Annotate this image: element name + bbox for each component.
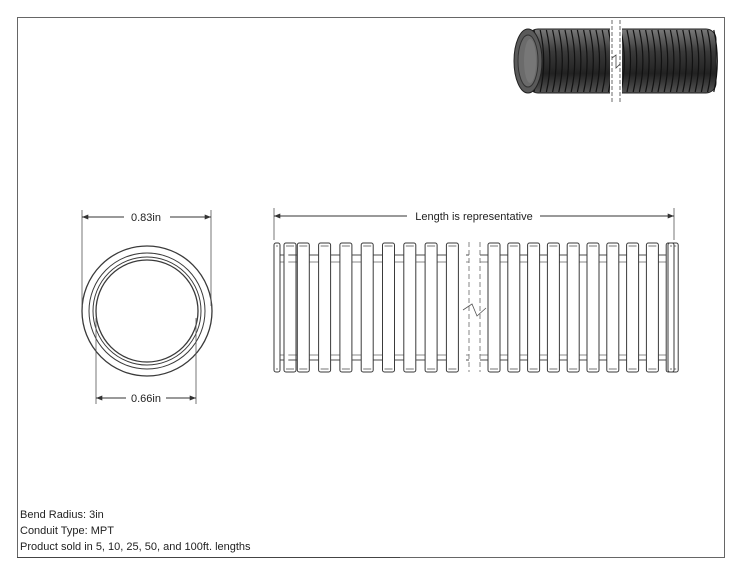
render-rib	[663, 29, 669, 93]
corrugation-valley	[539, 254, 548, 361]
render-rib	[707, 29, 712, 93]
render-rib	[688, 29, 694, 93]
corrugation-valley	[330, 254, 340, 361]
corrugation-valley	[559, 254, 568, 361]
render-rib	[638, 29, 644, 93]
corrugation-rib	[296, 242, 310, 373]
render-rib	[669, 29, 675, 93]
corrugation-rib	[403, 242, 417, 373]
corrugation-valley	[579, 254, 587, 361]
render-rib	[570, 29, 576, 93]
notes-block: Bend Radius: 3in Conduit Type: MPT Produ…	[20, 507, 251, 555]
corrugation-valley	[416, 254, 426, 361]
corrugation-rib	[546, 242, 560, 373]
corrugation-valley	[373, 254, 383, 361]
corrugation-rib	[667, 242, 675, 373]
corrugation-rib	[445, 242, 459, 373]
corrugation-rib	[273, 242, 281, 373]
render-rib	[657, 29, 663, 93]
render-rib	[545, 29, 551, 93]
corrugation-valley	[598, 254, 607, 361]
render-rib	[682, 29, 687, 93]
outer-diameter-label: 0.83in	[131, 212, 161, 224]
corrugation-rib	[360, 242, 374, 373]
corrugation-valley	[618, 254, 627, 361]
inner-diameter-label: 0.66in	[131, 393, 161, 405]
corrugation-valley	[499, 254, 508, 361]
corrugation-valley	[466, 254, 469, 361]
end-view	[81, 245, 213, 377]
render-rib	[595, 29, 601, 93]
render-rib	[576, 29, 582, 93]
lengths-note: Product sold in 5, 10, 25, 50, and 100ft…	[20, 541, 251, 553]
render-rib	[626, 29, 632, 93]
corrugation-valley	[638, 254, 647, 361]
render-rib	[676, 29, 681, 93]
corrugation-rib	[382, 242, 395, 373]
corrugation-rib	[507, 242, 521, 373]
render-rib	[713, 29, 718, 93]
render-rib	[558, 29, 563, 93]
render-rib	[700, 29, 706, 93]
render-rib	[552, 29, 557, 93]
render-rib	[539, 29, 545, 93]
corrugation-rib	[424, 242, 438, 373]
conduit-type-note: Conduit Type: MPT	[20, 525, 114, 537]
render-rib	[645, 29, 650, 93]
render-rib	[589, 29, 594, 93]
length-note-label: Length is representative	[415, 211, 532, 223]
render-rib	[651, 29, 656, 93]
render-rib	[583, 29, 588, 93]
render-rib	[564, 29, 570, 93]
corrugation-rib	[626, 242, 640, 373]
corrugation-rib	[283, 242, 297, 373]
corrugation-valley	[352, 254, 362, 361]
corrugation-valley	[480, 254, 488, 361]
inner-diameter-dimension: 0.66in	[95, 318, 197, 405]
corrugation-rib	[566, 242, 580, 373]
corrugation-rib	[606, 242, 620, 373]
corrugation-valley	[309, 254, 319, 361]
outer-diameter-dimension: 0.83in	[81, 210, 212, 306]
corrugation-rib	[645, 242, 659, 373]
side-view	[273, 242, 679, 373]
corrugation-valley	[437, 254, 447, 361]
corrugation-valley	[280, 254, 284, 361]
render-rib	[632, 29, 638, 93]
corrugation-valley	[288, 254, 298, 361]
corrugation-valley	[394, 254, 404, 361]
corrugation-rib	[339, 242, 353, 373]
corrugation-rib	[586, 242, 600, 373]
side-view-break	[462, 242, 487, 372]
bend-radius-note: Bend Radius: 3in	[20, 509, 104, 521]
corrugation-rib	[318, 242, 332, 373]
corrugation-rib	[487, 242, 501, 373]
corrugation-valley	[519, 254, 528, 361]
render-rib	[601, 29, 607, 93]
length-dimension: Length is representative	[273, 208, 675, 240]
corrugation-valley	[658, 254, 667, 361]
conduit-render-image	[513, 20, 718, 103]
render-rib	[694, 29, 700, 93]
corrugation-rib	[527, 242, 541, 373]
